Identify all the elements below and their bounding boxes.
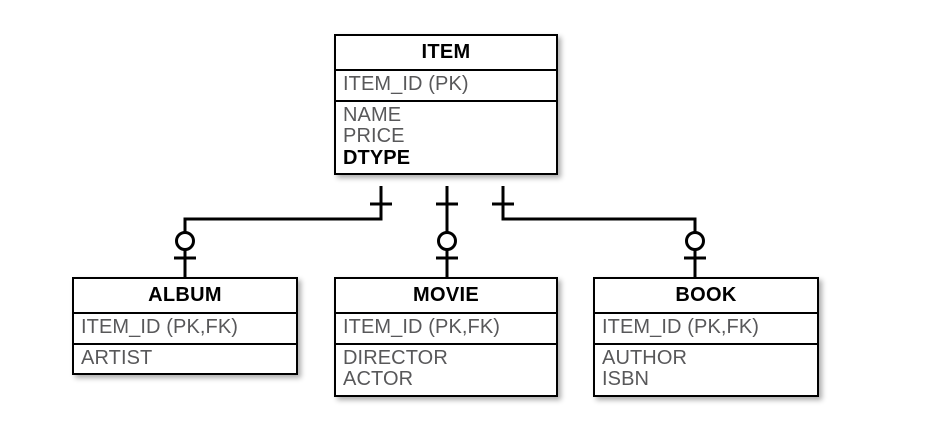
cardinality-zero-circle-album bbox=[175, 231, 195, 251]
entity-book-title: BOOK bbox=[595, 279, 817, 314]
entity-album-attribute-compartment: ARTIST bbox=[74, 345, 296, 374]
entity-item[interactable]: ITEM ITEM_ID (PK) NAME PRICE DTYPE bbox=[334, 34, 558, 176]
entity-book-attribute-isbn: ISBN bbox=[602, 368, 650, 391]
connector-item-movie bbox=[436, 186, 458, 277]
entity-movie-title: MOVIE bbox=[336, 279, 556, 314]
entity-item-attribute-name: NAME bbox=[343, 103, 402, 126]
entity-book[interactable]: BOOK ITEM_ID (PK,FK) AUTHOR ISBN bbox=[593, 277, 819, 397]
entity-book-key-attribute: ITEM_ID (PK,FK) bbox=[602, 316, 760, 338]
entity-item-attribute-price: PRICE bbox=[343, 125, 405, 148]
cardinality-zero-circle-movie bbox=[437, 231, 457, 251]
entity-album-key-compartment: ITEM_ID (PK,FK) bbox=[74, 314, 296, 345]
entity-album[interactable]: ALBUM ITEM_ID (PK,FK) ARTIST bbox=[72, 277, 298, 376]
connector-item-book bbox=[492, 186, 706, 277]
entity-item-attribute-dtype: DTYPE bbox=[343, 146, 411, 169]
entity-album-attribute-artist: ARTIST bbox=[81, 346, 153, 369]
entity-movie[interactable]: MOVIE ITEM_ID (PK,FK) DIRECTOR ACTOR bbox=[334, 277, 558, 397]
entity-movie-key-attribute: ITEM_ID (PK,FK) bbox=[343, 316, 501, 338]
entity-item-key-compartment: ITEM_ID (PK) bbox=[336, 71, 556, 102]
entity-movie-attribute-compartment: DIRECTOR ACTOR bbox=[336, 345, 556, 395]
entity-album-title: ALBUM bbox=[74, 279, 296, 314]
entity-album-key-attribute: ITEM_ID (PK,FK) bbox=[81, 316, 239, 338]
entity-movie-attribute-director: DIRECTOR bbox=[343, 346, 448, 369]
entity-item-attribute-compartment: NAME PRICE DTYPE bbox=[336, 102, 556, 174]
entity-movie-attribute-actor: ACTOR bbox=[343, 368, 414, 391]
connector-item-album bbox=[174, 186, 392, 277]
entity-book-key-compartment: ITEM_ID (PK,FK) bbox=[595, 314, 817, 345]
entity-book-attribute-compartment: AUTHOR ISBN bbox=[595, 345, 817, 395]
entity-item-key-attribute: ITEM_ID (PK) bbox=[343, 73, 469, 95]
entity-movie-key-compartment: ITEM_ID (PK,FK) bbox=[336, 314, 556, 345]
cardinality-zero-circle-book bbox=[685, 231, 705, 251]
entity-book-attribute-author: AUTHOR bbox=[602, 346, 688, 369]
entity-item-title: ITEM bbox=[336, 36, 556, 71]
